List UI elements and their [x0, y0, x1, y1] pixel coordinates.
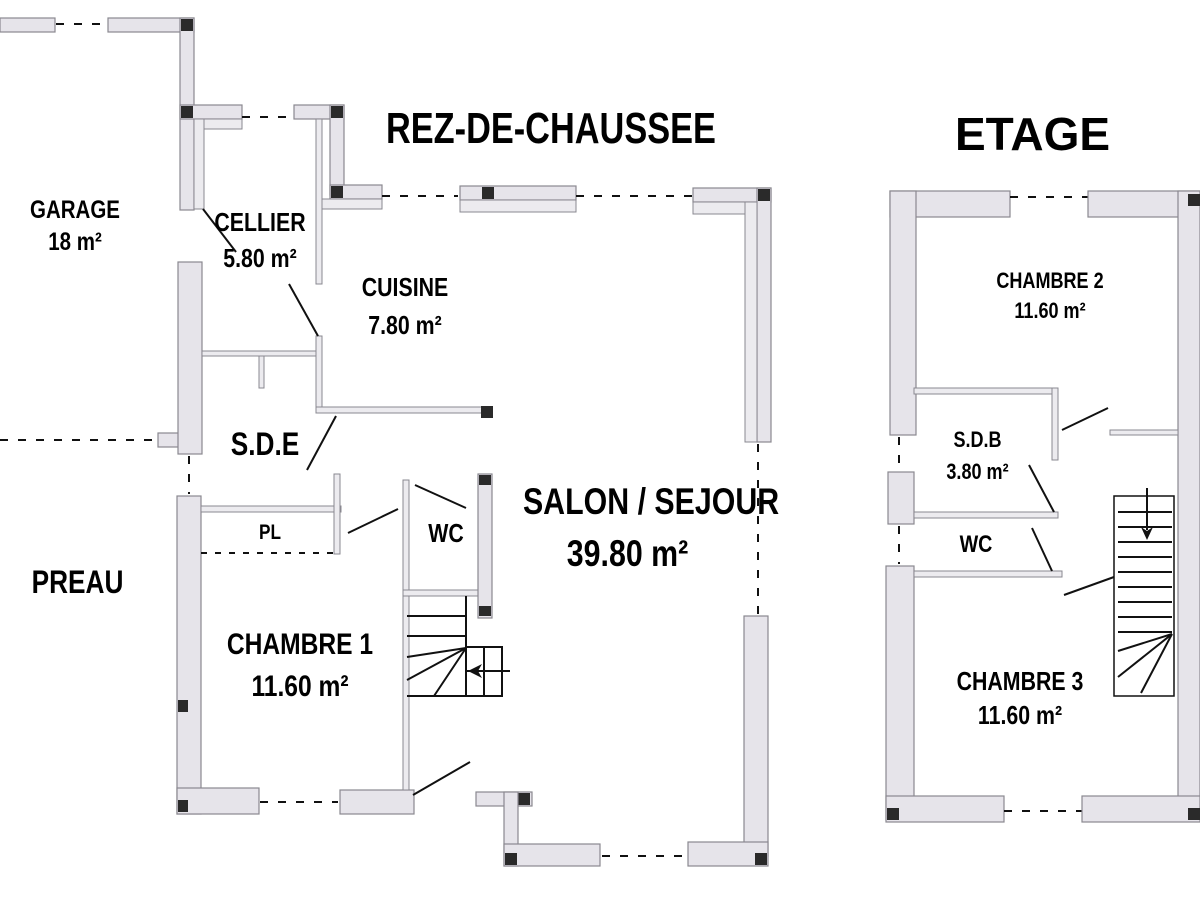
room-area: 7.80 m²	[368, 310, 442, 340]
upper-floor-stairs	[1113, 488, 1175, 697]
room-area: 3.80 m²	[946, 459, 1009, 484]
room-name: S.D.E	[230, 426, 300, 462]
room-label-chambre3: CHAMBRE 3 11.60 m²	[946, 664, 1094, 732]
upper-floor-doors	[1028, 407, 1115, 596]
room-label-salon-sejour: SALON / SEJOUR 39.80 m²	[522, 476, 780, 580]
room-name: WC	[428, 518, 464, 548]
ground-floor-walls	[0, 17, 772, 867]
ground-floor-title: REZ-DE-CHAUSSEE	[386, 104, 716, 153]
ground-floor-stairs	[406, 596, 510, 697]
room-label-pl: PL	[245, 520, 294, 546]
room-label-chambre1: CHAMBRE 1 11.60 m²	[218, 624, 382, 708]
room-area: 11.60 m²	[977, 700, 1063, 730]
room-name: S.D.B	[953, 427, 1002, 452]
room-name: SALON / SEJOUR	[522, 481, 780, 522]
room-name: PREAU	[31, 564, 124, 600]
room-name: CHAMBRE 3	[956, 666, 1084, 696]
room-label-sde: S.D.E	[228, 424, 302, 464]
room-name: GARAGE	[30, 196, 120, 224]
room-label-sdb: S.D.B 3.80 m²	[939, 424, 1017, 488]
room-name: WC	[959, 531, 993, 558]
room-area: 39.80 m²	[566, 533, 689, 574]
room-area: 5.80 m²	[223, 243, 297, 273]
room-name: CHAMBRE 2	[996, 268, 1104, 293]
room-label-wc-upper: WC	[953, 530, 999, 560]
room-label-wc: WC	[423, 516, 469, 550]
room-label-cuisine: CUISINE 7.80 m²	[344, 268, 467, 344]
room-area: 11.60 m²	[1014, 298, 1086, 323]
room-name: CUISINE	[361, 272, 449, 302]
room-area: 18 m²	[48, 228, 102, 256]
room-area: 11.60 m²	[251, 670, 349, 703]
room-name: PL	[258, 521, 282, 544]
ground-floor-doors	[202, 208, 471, 796]
upper-floor-title: ETAGE	[955, 108, 1111, 160]
room-name: CELLIER	[214, 207, 306, 237]
upper-floor-walls	[885, 190, 1200, 823]
room-name: CHAMBRE 1	[226, 628, 374, 661]
room-label-cellier: CELLIER 5.80 m²	[211, 204, 309, 276]
room-label-preau: PREAU	[30, 562, 124, 602]
room-label-garage: GARAGE 18 m²	[22, 194, 129, 258]
room-label-chambre2: CHAMBRE 2 11.60 m²	[984, 266, 1115, 326]
